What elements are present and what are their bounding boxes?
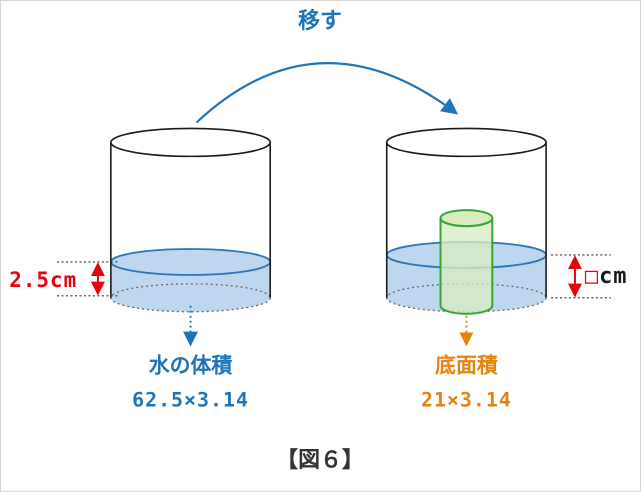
left-cylinder-top-ellipse <box>110 127 272 158</box>
transfer-label: 移す <box>298 8 342 34</box>
inner-cylinder-top-ellipse <box>439 209 494 228</box>
right-measure-label: □cm <box>585 264 628 289</box>
inner-cylinder-body <box>439 217 494 315</box>
unknown-box-symbol: □ <box>585 264 599 289</box>
figure-caption: 【図６】 <box>276 448 364 473</box>
left-measure-label: 2.5cm <box>9 268 77 292</box>
right-pointer-label: 底面積 <box>435 353 498 377</box>
left-water-body <box>110 261 271 312</box>
left-pointer-label: 水の体積 <box>149 353 233 377</box>
left-water-surface <box>109 248 272 276</box>
right-cylinder-top-ellipse <box>385 127 547 158</box>
transfer-arrow <box>195 62 459 124</box>
unknown-unit: cm <box>599 264 627 289</box>
right-formula: 21×3.14 <box>421 388 512 411</box>
left-formula: 62.5×3.14 <box>132 388 249 411</box>
